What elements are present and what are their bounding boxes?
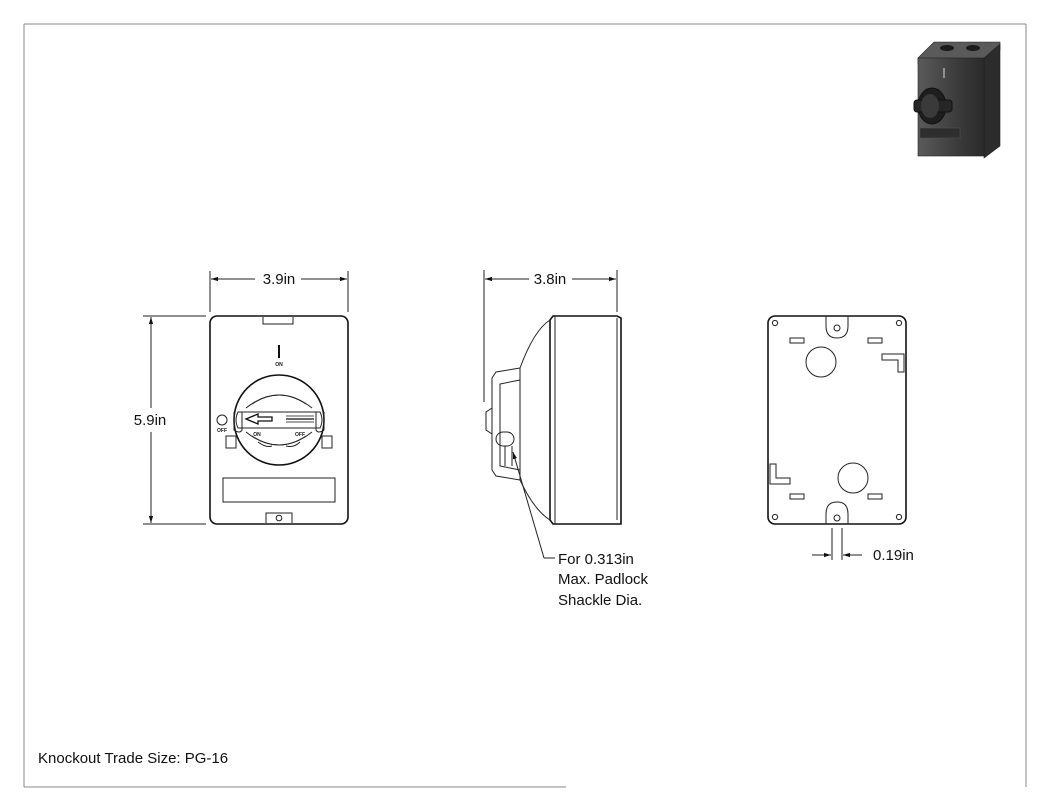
front-width-dimension: 3.9in [209,271,349,312]
off-indicator-circle [216,414,228,426]
back-view [767,315,907,525]
side-body-outline [549,315,622,525]
knockout-bottom [837,462,869,494]
label-window [222,477,336,503]
front-height-label: 5.9in [134,412,167,429]
handle-on-label: ON [253,432,261,438]
back-body-outline [767,315,907,525]
handle-off-label: OFF [295,432,305,438]
hole-offset-dimension: 0.19in [812,528,914,564]
padlock-note-line2: Max. Padlock [558,571,649,588]
hole-offset-label: 0.19in [873,547,914,564]
top-on-label: ON [275,362,283,368]
front-view: ON OFF ON OFF [209,315,349,525]
front-body-outline [209,315,349,525]
padlock-note-line1: For 0.313in [558,551,634,568]
padlock-note-line3: Shackle Dia. [558,592,642,609]
front-height-dimension: 5.9in [134,315,206,525]
knockout-top [805,346,837,378]
front-width-label: 3.9in [263,271,296,288]
product-render [913,41,1001,159]
knockout-trade-size-note: Knockout Trade Size: PG-16 [38,750,228,767]
left-off-label: OFF [217,428,227,434]
side-depth-dimension: 3.8in [483,270,618,402]
rotary-handle: ON OFF [225,374,333,466]
padlock-leader [512,451,555,559]
drawing-border [23,23,1027,788]
side-view [485,315,622,525]
handle-arrow-icon [244,413,273,425]
side-depth-label: 3.8in [534,271,567,288]
